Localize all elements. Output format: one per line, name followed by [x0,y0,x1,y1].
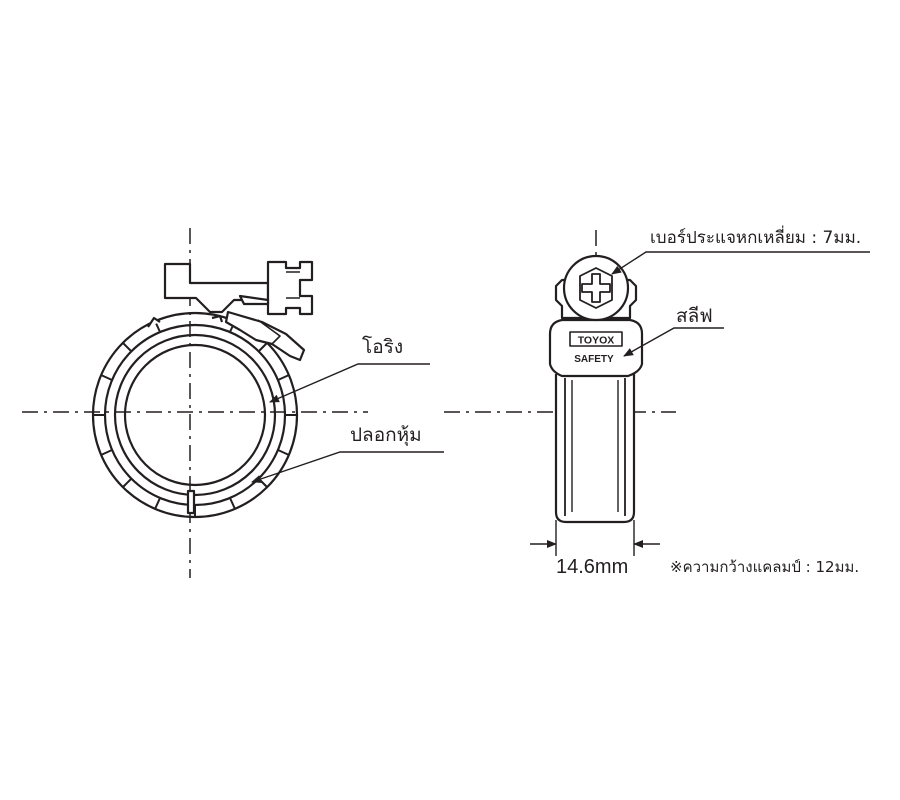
leader-shaft [623,327,724,357]
sleeve-bottom-notch [186,489,196,515]
sleeve-inner-circle [103,323,287,507]
side-band-plate [548,318,644,378]
label-width-dimension: 14.6mm [556,556,629,578]
label-hex-wrench-size: เบอร์ประแจหกเหลี่ยม : 7มม. [650,228,862,248]
phillips-cross [581,273,611,303]
label-clamp-width-note: ※ความกว้างแคลมป์ : 12มม. [670,558,860,576]
front-view [22,228,368,578]
label-oring: โอริง [362,336,404,358]
band-mark-text: SAFETY [574,354,614,365]
label-shaft: สลีฟ [676,305,713,327]
side-view [444,230,676,556]
screw-shank [238,294,270,306]
leader-screw [611,251,870,275]
bore-circle [123,343,267,487]
leader-oring [269,363,430,403]
label-sleeve: ปลอกหุ้ม [350,424,422,446]
leader-sleeve [251,451,444,483]
leader-lines [251,251,870,483]
side-sleeve-body [554,374,636,524]
sleeve-top-tab-left [147,316,161,328]
band-brand-text: TOYOX [578,335,615,347]
screw-head [266,260,314,316]
band-circle [113,333,277,497]
sleeve-top-tab-right [211,314,224,323]
band-lever [224,310,306,362]
width-dimension [530,520,660,556]
toyox-label-box [569,331,623,347]
